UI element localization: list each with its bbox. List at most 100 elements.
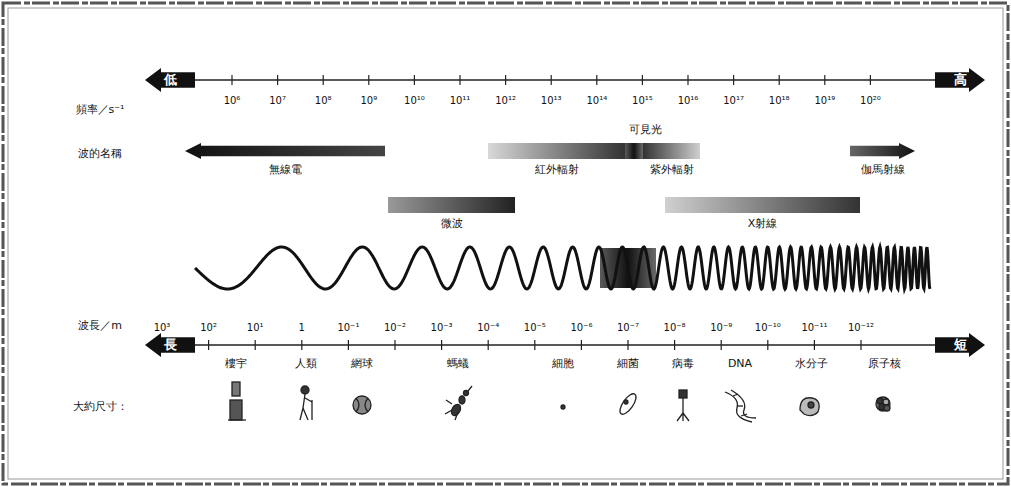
wavelength-value: 10⁻¹⁰ <box>755 322 781 334</box>
band-fill <box>643 143 700 159</box>
size-name: 人類 <box>295 357 317 370</box>
tick <box>505 75 506 85</box>
tick <box>814 340 815 350</box>
size-name: 網球 <box>351 357 373 370</box>
band-fill <box>388 197 515 213</box>
wave-curve <box>195 247 930 289</box>
tick <box>323 75 324 85</box>
frequency-value: 10¹⁰ <box>404 95 425 107</box>
arrow-label: 高 <box>935 68 985 92</box>
spectrum-band: 微波 <box>388 197 515 231</box>
axis-title: 頻率／s⁻¹ <box>76 103 125 116</box>
nucleus-icon <box>876 397 890 411</box>
visible-light-label: 可見光 <box>629 123 662 136</box>
tick <box>824 75 825 85</box>
band-name: 紫外輻射 <box>643 163 700 177</box>
tick <box>534 340 535 350</box>
band-name: X射線 <box>665 217 860 231</box>
axis-title: 波長／m <box>78 319 122 332</box>
tick <box>687 75 688 85</box>
frequency-value: 10⁹ <box>360 95 377 107</box>
visible-band <box>625 143 643 159</box>
band-name: 微波 <box>388 217 515 231</box>
wavelength-value: 10⁻¹ <box>337 322 359 334</box>
size-name: 原子核 <box>868 357 901 370</box>
spectrum-band: 無線電 <box>185 143 385 177</box>
band-fill <box>185 143 385 159</box>
direction-arrow: 低 <box>145 68 195 92</box>
wavelength-value: 10³ <box>154 322 171 334</box>
tick <box>779 75 780 85</box>
tick <box>551 75 552 85</box>
tick <box>642 75 643 85</box>
tick <box>394 340 395 350</box>
tick <box>860 340 861 350</box>
band-fill <box>850 143 915 159</box>
tick <box>627 340 628 350</box>
frequency-value: 10¹¹ <box>450 95 471 107</box>
water-molecule-icon <box>800 398 819 416</box>
tick <box>301 340 302 350</box>
size-name: 病毒 <box>672 357 694 370</box>
wavelength-value: 10¹ <box>247 322 264 334</box>
band-fill <box>145 333 195 357</box>
tennis-ball-icon <box>353 396 371 414</box>
frequency-value: 10¹⁵ <box>632 95 653 107</box>
tick <box>414 75 415 85</box>
frequency-value: 10¹³ <box>541 95 562 107</box>
spectrum-band: 紅外輻射 <box>488 143 625 177</box>
wavelength-value: 10⁻³ <box>431 322 453 334</box>
frequency-value: 10¹⁷ <box>723 95 744 107</box>
tick <box>767 340 768 350</box>
axis-ticks <box>162 75 870 350</box>
spectrum-band: 伽馬射線 <box>850 143 915 177</box>
direction-arrow: 短 <box>935 333 985 357</box>
band-name: 紅外輻射 <box>488 163 625 177</box>
tick <box>208 340 209 350</box>
frequency-value: 10⁷ <box>269 95 286 107</box>
cell-icon <box>617 391 639 416</box>
tick <box>596 75 597 85</box>
wavelength-value: 10⁻⁶ <box>570 322 592 334</box>
virus-icon <box>677 390 689 421</box>
building-icon <box>228 382 246 420</box>
frequency-value: 10¹⁶ <box>678 95 699 107</box>
wavelength-value: 1 <box>299 322 305 334</box>
tick <box>721 340 722 350</box>
band-shape <box>850 143 915 159</box>
row-title: 大約尺寸： <box>73 400 128 413</box>
size-name: DNA <box>728 357 752 370</box>
arrow-label: 短 <box>935 333 985 357</box>
band-fill <box>665 197 860 213</box>
frame <box>3 3 1008 484</box>
band-shape <box>388 197 515 213</box>
tick <box>488 340 489 350</box>
arrow-label: 低 <box>145 68 195 92</box>
direction-arrow: 長 <box>145 333 195 357</box>
tick <box>277 75 278 85</box>
wavelength-value: 10⁻⁵ <box>524 322 546 334</box>
band-shape <box>665 197 860 213</box>
frequency-value: 10¹⁹ <box>814 95 835 107</box>
spectrum-band: 紫外輻射 <box>643 143 700 177</box>
tick <box>348 340 349 350</box>
row-title: 波的名稱 <box>78 147 122 160</box>
size-icons <box>228 382 890 422</box>
direction-arrow: 高 <box>935 68 985 92</box>
frequency-value: 10²⁰ <box>860 95 881 107</box>
wavelength-value: 10⁻¹¹ <box>801 322 827 334</box>
tick <box>368 75 369 85</box>
size-name: 水分子 <box>795 357 828 370</box>
wavelength-value: 10⁻⁹ <box>710 322 732 334</box>
band-shape <box>185 143 385 159</box>
size-name: 螞蟻 <box>447 357 469 370</box>
band-name: 伽馬射線 <box>850 163 915 177</box>
tick <box>459 75 460 85</box>
size-name: 樓宇 <box>225 357 247 370</box>
wavelength-value: 10⁻⁴ <box>477 322 499 334</box>
wavelength-value: 10⁻¹² <box>848 322 874 334</box>
band-shape <box>643 143 700 159</box>
size-name: 細菌 <box>617 357 639 370</box>
human-icon <box>300 386 312 420</box>
